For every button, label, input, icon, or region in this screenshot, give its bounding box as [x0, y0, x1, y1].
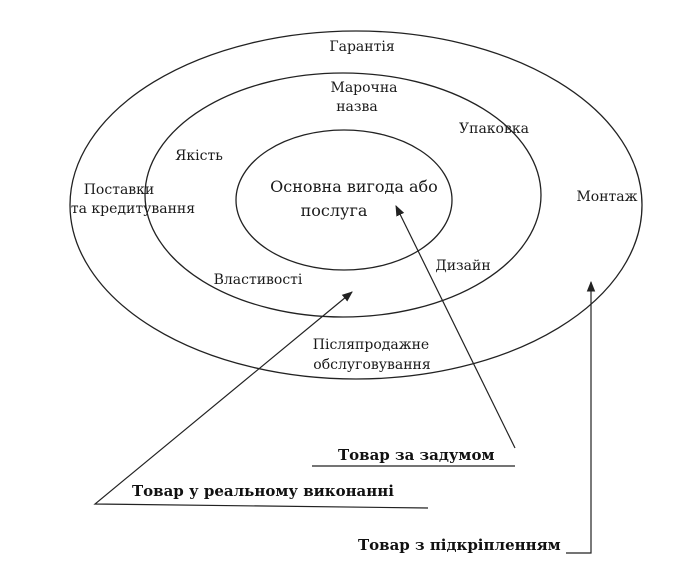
core-label-line1: Основна вигода або [270, 177, 438, 196]
delivery-label-line2: та кредитування [71, 201, 195, 217]
arrow-to-core [395, 205, 516, 449]
quality-label: Якість [175, 148, 223, 164]
after-sales-label-line1: Післяпродажне [313, 337, 429, 353]
product-by-design-label: Товар за задумом [338, 446, 495, 464]
brand-name-label-line2: назва [336, 99, 378, 115]
outer-ring [69, 30, 643, 380]
actual-product-label: Товар у реальному виконанні [132, 482, 394, 500]
core-label-line2: послуга [301, 201, 368, 220]
augmented-product-label: Товар з підкріпленням [358, 536, 561, 554]
installation-label: Монтаж [576, 189, 637, 205]
inner-core [235, 129, 453, 271]
brand-name-label-line1: Марочна [330, 80, 397, 96]
arrow-to-actual-product [93, 291, 429, 509]
arrow-to-augmented-product [566, 280, 596, 554]
design-label: Дизайн [435, 258, 490, 274]
packaging-label: Упаковка [459, 121, 529, 137]
delivery-label-line1: Поставки [84, 182, 155, 198]
warranty-label: Гарантія [329, 39, 394, 55]
after-sales-label-line2: обслуговування [313, 357, 431, 373]
properties-label: Властивості [214, 272, 303, 288]
middle-ring [144, 72, 542, 318]
